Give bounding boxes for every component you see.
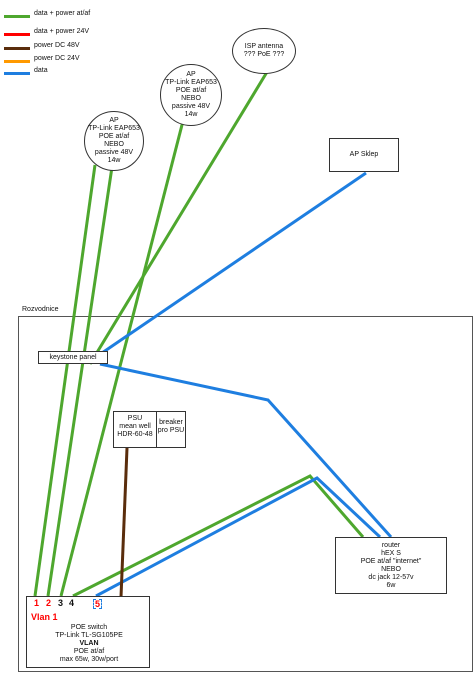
wire-brown <box>119 447 129 598</box>
legend-swatch <box>4 47 30 50</box>
switch-line: POE switch <box>70 624 108 631</box>
switch-port-3: 3 <box>58 598 64 608</box>
wire-green <box>72 474 365 598</box>
isp-line: ??? PoE ??? <box>243 51 285 58</box>
rozvodnice-frame <box>18 316 473 672</box>
legend: data + power at/af data + power 24V powe… <box>0 0 200 80</box>
wire-blue <box>99 362 393 539</box>
switch-vlan1-label: Vlan 1 <box>31 612 58 622</box>
legend-label: power DC 48V <box>34 42 80 49</box>
legend-swatch <box>4 33 30 36</box>
legend-swatch <box>4 15 30 18</box>
ap1-line: AP <box>109 117 119 124</box>
breaker-line: pro PSU <box>157 427 185 434</box>
ap1-line: NEBO <box>104 141 124 148</box>
psu-node: PSU mean well HDR-60-48 <box>113 411 157 448</box>
switch-line: max 65w, 30w/port <box>59 656 119 663</box>
isp-line: ISP antenna <box>244 43 284 50</box>
wire-green <box>46 166 114 597</box>
ap1-line: TP-Link EAP653 <box>88 125 140 132</box>
switch-port-2: 2 <box>46 598 52 608</box>
isp-antenna-node: ISP antenna ??? PoE ??? <box>232 28 296 74</box>
psu-line: mean well <box>119 423 151 430</box>
wire-green <box>33 164 97 597</box>
switch-port-5: 5 <box>93 599 103 609</box>
legend-label: data <box>34 67 48 74</box>
legend-swatch <box>4 72 30 75</box>
ap-sklep-label: AP Sklep <box>349 151 379 158</box>
router-line: NEBO <box>381 566 401 573</box>
switch-port-4: 4 <box>69 598 75 608</box>
wire-blue <box>98 171 367 357</box>
router-line: hEX S <box>381 550 401 557</box>
psu-line: PSU <box>127 415 143 422</box>
breaker-line: breaker <box>159 419 183 426</box>
poe-switch-node: 1 2 3 4 5 Vlan 1 POE switch TP-Link TL-S… <box>26 596 150 668</box>
ap2-line: passive 48V <box>171 103 211 110</box>
router-node: router hEX S POE at/af "internet" NEBO d… <box>335 537 447 594</box>
legend-label: data + power 24V <box>34 28 90 35</box>
ap1-node: AP TP-Link EAP653 POE at/af NEBO passive… <box>84 111 144 171</box>
switch-port-1: 1 <box>34 598 40 608</box>
ap2-line: TP-Link EAP653 <box>165 79 217 86</box>
keystone-label: keystone panel <box>49 354 97 361</box>
ap1-line: POE at/af <box>98 133 130 140</box>
keystone-panel: keystone panel <box>38 351 108 364</box>
router-line: 6w <box>386 582 396 589</box>
router-line: dc jack 12-57v <box>368 574 414 581</box>
psu-line: HDR-60-48 <box>117 431 153 438</box>
switch-vlan-label: VLAN <box>79 640 99 647</box>
switch-info: POE switch TP-Link TL-SG105PE VLAN POE a… <box>27 624 151 664</box>
ap-sklep-node: AP Sklep <box>329 138 399 172</box>
ap1-line: passive 48V <box>94 149 134 156</box>
ap2-node: AP TP-Link EAP653 POE at/af NEBO passive… <box>160 64 222 126</box>
wire-green <box>88 71 269 365</box>
ap2-line: NEBO <box>181 95 201 102</box>
legend-label: power DC 24V <box>34 55 80 62</box>
breaker-node: breaker pro PSU <box>156 411 186 448</box>
switch-line: TP-Link TL-SG105PE <box>55 632 123 639</box>
wire-green <box>59 120 185 597</box>
ap2-line: 14w <box>184 111 198 118</box>
rozvodnice-label: Rozvodnice <box>22 306 59 313</box>
router-line: router <box>381 542 401 549</box>
router-line: POE at/af "internet" <box>360 558 422 565</box>
ap2-line: POE at/af <box>175 87 207 94</box>
legend-swatch <box>4 60 30 63</box>
wire-blue <box>95 476 382 598</box>
ap1-line: 14w <box>107 157 121 164</box>
legend-label: data + power at/af <box>34 10 91 17</box>
switch-line: POE at/af <box>73 648 105 655</box>
ap2-line: AP <box>186 71 196 78</box>
